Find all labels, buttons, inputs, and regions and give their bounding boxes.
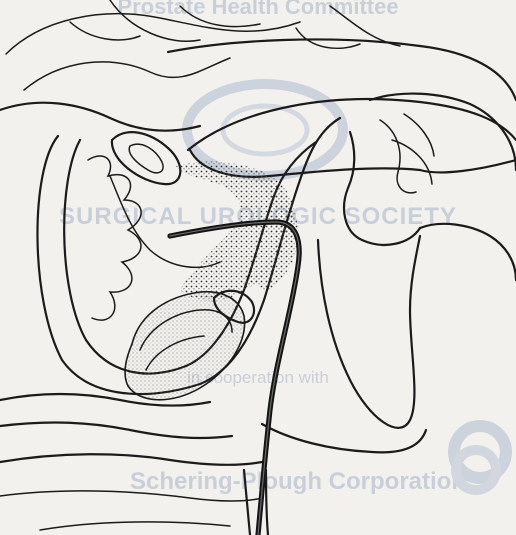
guide-tube-left [244,470,250,535]
pubic-bone [168,39,516,176]
external-genitalia [318,94,516,428]
prostate-gland [125,291,254,400]
rectum-lines [0,394,426,530]
ureter-ovoid [112,132,180,184]
watermark-logo-icon [454,426,506,490]
guide-tube-right [266,470,268,535]
